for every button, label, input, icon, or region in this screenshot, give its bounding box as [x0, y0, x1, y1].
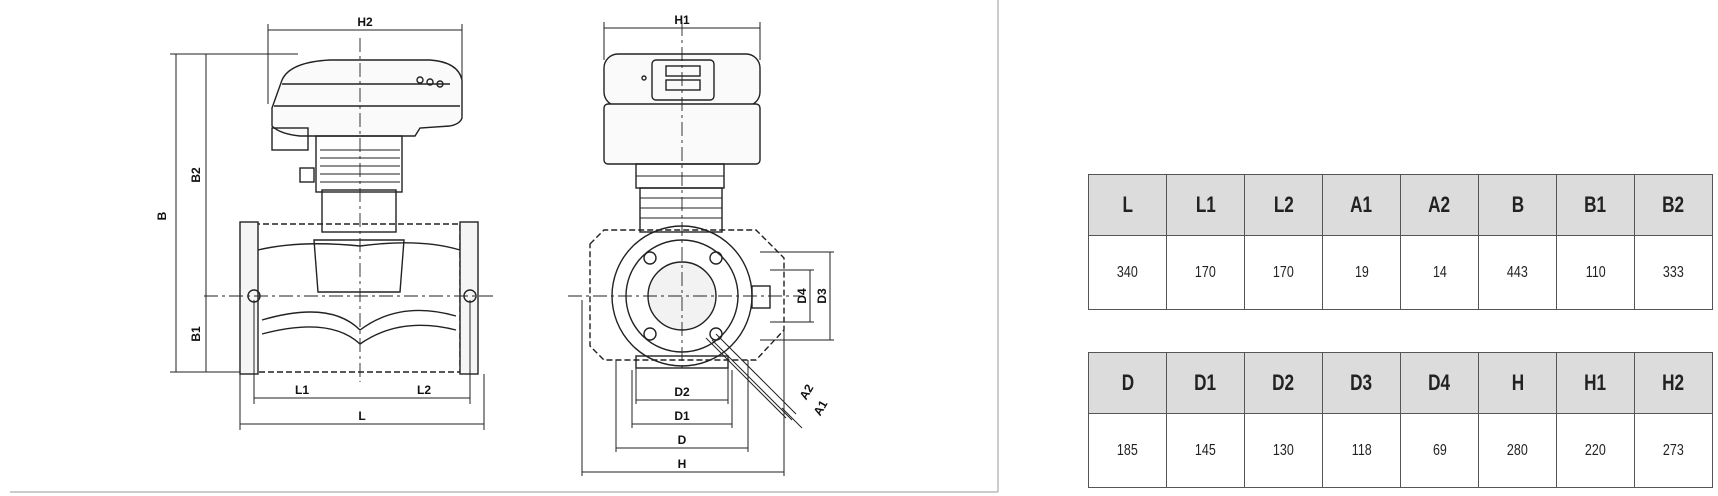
front-view — [568, 22, 800, 372]
table-header-cell: L — [1088, 174, 1167, 236]
dim-label-b1: B1 — [189, 326, 203, 342]
table-row: 185 145 130 118 69 280 220 273 — [1088, 413, 1713, 488]
dim-label-b2: B2 — [189, 167, 203, 183]
dim-label-b: B — [155, 211, 169, 220]
dim-label-h2: H2 — [357, 15, 373, 29]
table-cell: 170 — [1244, 235, 1323, 310]
table-header-cell: H1 — [1556, 352, 1635, 414]
table-header-cell: D — [1088, 352, 1167, 414]
table-header-cell: D4 — [1400, 352, 1479, 414]
dim-label-d: D — [678, 433, 687, 447]
front-view-dimensions — [581, 22, 834, 476]
table-cell: 443 — [1478, 235, 1557, 310]
table-cell: 273 — [1634, 413, 1713, 488]
dimensions-table-1: L L1 L2 A1 A2 B B1 B2 340 170 170 19 14 … — [1088, 174, 1713, 310]
table-cell: 14 — [1400, 235, 1479, 310]
table-header-cell: L1 — [1166, 174, 1245, 236]
table-cell: 118 — [1322, 413, 1401, 488]
table-header-cell: D1 — [1166, 352, 1245, 414]
table-header-cell: B — [1478, 174, 1557, 236]
table-cell: 69 — [1400, 413, 1479, 488]
dim-label-l: L — [358, 409, 365, 423]
dim-label-d3: D3 — [815, 288, 829, 304]
dimensions-table-2: D D1 D2 D3 D4 H H1 H2 185 145 130 118 69… — [1088, 352, 1713, 488]
dim-label-h1: H1 — [674, 13, 690, 27]
table-cell: 110 — [1556, 235, 1635, 310]
table-header-cell: L2 — [1244, 174, 1323, 236]
table-header-row: D D1 D2 D3 D4 H H1 H2 — [1088, 352, 1713, 414]
dim-label-l1: L1 — [295, 383, 309, 397]
table-header-cell: D2 — [1244, 352, 1323, 414]
side-view-dimensions — [170, 24, 485, 430]
dim-label-d1: D1 — [674, 409, 690, 423]
table-header-cell: A1 — [1322, 174, 1401, 236]
table-cell: 185 — [1088, 413, 1167, 488]
table-cell: 170 — [1166, 235, 1245, 310]
table-cell: 220 — [1556, 413, 1635, 488]
table-row: 340 170 170 19 14 443 110 333 — [1088, 235, 1713, 310]
dim-label-d4: D4 — [795, 288, 809, 304]
table-header-cell: D3 — [1322, 352, 1401, 414]
table-header-cell: B1 — [1556, 174, 1635, 236]
table-cell: 340 — [1088, 235, 1167, 310]
dim-label-a2: A2 — [797, 382, 817, 403]
table-cell: 333 — [1634, 235, 1713, 310]
technical-drawing-panel: H2 B B2 B1 L1 L2 L — [10, 0, 999, 493]
table-header-cell: H2 — [1634, 352, 1713, 414]
table-cell: 130 — [1244, 413, 1323, 488]
table-cell: 19 — [1322, 235, 1401, 310]
table-header-cell: B2 — [1634, 174, 1713, 236]
table-cell: 280 — [1478, 413, 1557, 488]
table-header-cell: H — [1478, 352, 1557, 414]
dim-label-a1: A1 — [811, 398, 831, 419]
dim-label-d2: D2 — [674, 385, 690, 399]
table-header-cell: A2 — [1400, 174, 1479, 236]
pump-dimension-drawing: H2 B B2 B1 L1 L2 L — [10, 0, 999, 493]
side-view — [204, 38, 494, 382]
dim-label-l2: L2 — [417, 383, 431, 397]
dim-label-h: H — [678, 457, 687, 471]
table-cell: 145 — [1166, 413, 1245, 488]
table-header-row: L L1 L2 A1 A2 B B1 B2 — [1088, 174, 1713, 236]
